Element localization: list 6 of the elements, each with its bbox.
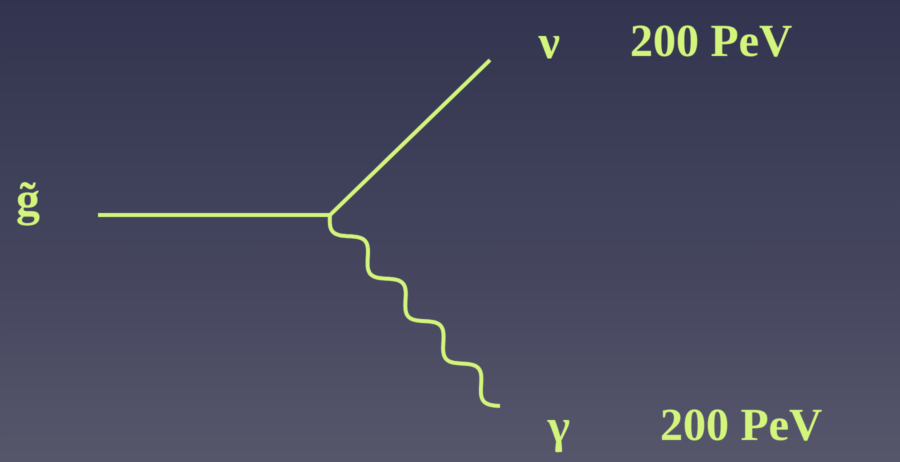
particle-label: ν	[490, 18, 560, 68]
energy-label: 200 PeV	[630, 18, 792, 64]
particle-label: γ	[500, 402, 570, 452]
wavy-line	[98, 213, 500, 408]
energy-label: 200 PeV	[660, 402, 822, 448]
particle-label: g̃	[16, 160, 98, 240]
